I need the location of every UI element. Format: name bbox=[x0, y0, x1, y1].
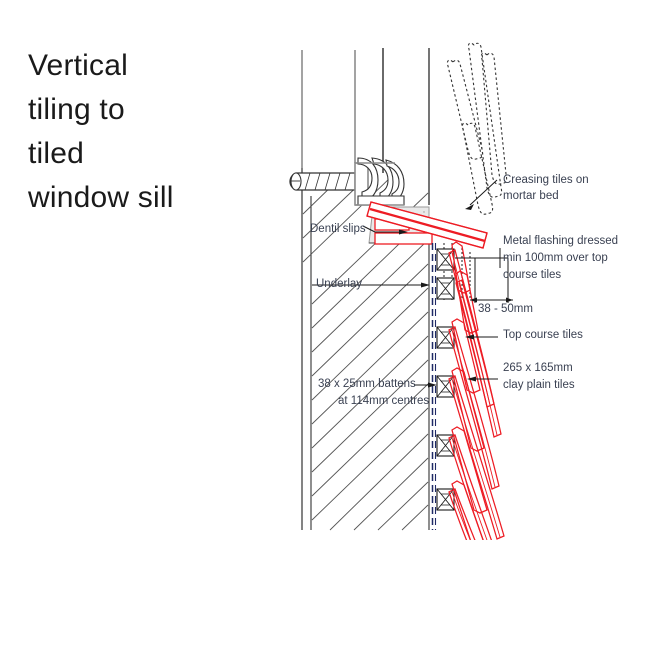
label-dentil-slips: Dentil slips bbox=[310, 223, 366, 235]
label-creasing-tiles: Creasing tiles on mortar bed bbox=[503, 174, 589, 202]
label-clay-plain-tiles: 265 x 165mm clay plain tiles bbox=[503, 362, 575, 391]
title-line-4: window sill bbox=[28, 181, 174, 214]
title-line-2: tiling to bbox=[28, 93, 125, 126]
label-top-course-tiles: Top course tiles bbox=[503, 329, 583, 341]
label-battens-line-1: 38 x 25mm battens bbox=[318, 378, 416, 390]
title-line-1: Vertical bbox=[28, 49, 128, 82]
label-metal-flashing-line-3: course tiles bbox=[503, 269, 561, 281]
page-title: Vertical tiling to tiled window sill bbox=[28, 44, 278, 220]
battens-graphic bbox=[436, 248, 455, 511]
label-underlay: Underlay bbox=[316, 278, 362, 290]
sill-moulding bbox=[357, 157, 405, 206]
label-clay-plain-tiles-line-2: clay plain tiles bbox=[503, 379, 575, 391]
title-line-3: tiled bbox=[28, 137, 85, 170]
label-dimension-38-50: 38 - 50mm bbox=[478, 303, 533, 315]
label-metal-flashing-line-2: min 100mm over top bbox=[503, 252, 608, 264]
label-metal-flashing-line-1: Metal flashing dressed bbox=[503, 235, 618, 247]
label-battens: 38 x 25mm battens at 114mm centres bbox=[318, 378, 429, 407]
label-clay-plain-tiles-line-1: 265 x 165mm bbox=[503, 362, 573, 374]
label-top-course-tiles-text: Top course tiles bbox=[503, 329, 583, 341]
window-sill bbox=[289, 157, 405, 206]
sill-bar bbox=[289, 172, 356, 191]
label-metal-flashing: Metal flashing dressed min 100mm over to… bbox=[503, 235, 618, 281]
label-battens-line-2: at 114mm centres bbox=[338, 395, 429, 407]
label-creasing-tiles-line-2: mortar bed bbox=[503, 190, 559, 202]
label-dimension-38-50-text: 38 - 50mm bbox=[478, 303, 533, 315]
label-underlay-text: Underlay bbox=[316, 278, 362, 290]
clay-tiles-graphic bbox=[448, 241, 505, 540]
underlay-line bbox=[431, 243, 437, 530]
label-creasing-tiles-line-1: Creasing tiles on bbox=[503, 174, 589, 186]
label-dentil-slips-text: Dentil slips bbox=[310, 223, 366, 235]
leader-lines bbox=[312, 179, 501, 388]
creasing-tiles-graphic bbox=[366, 201, 488, 249]
